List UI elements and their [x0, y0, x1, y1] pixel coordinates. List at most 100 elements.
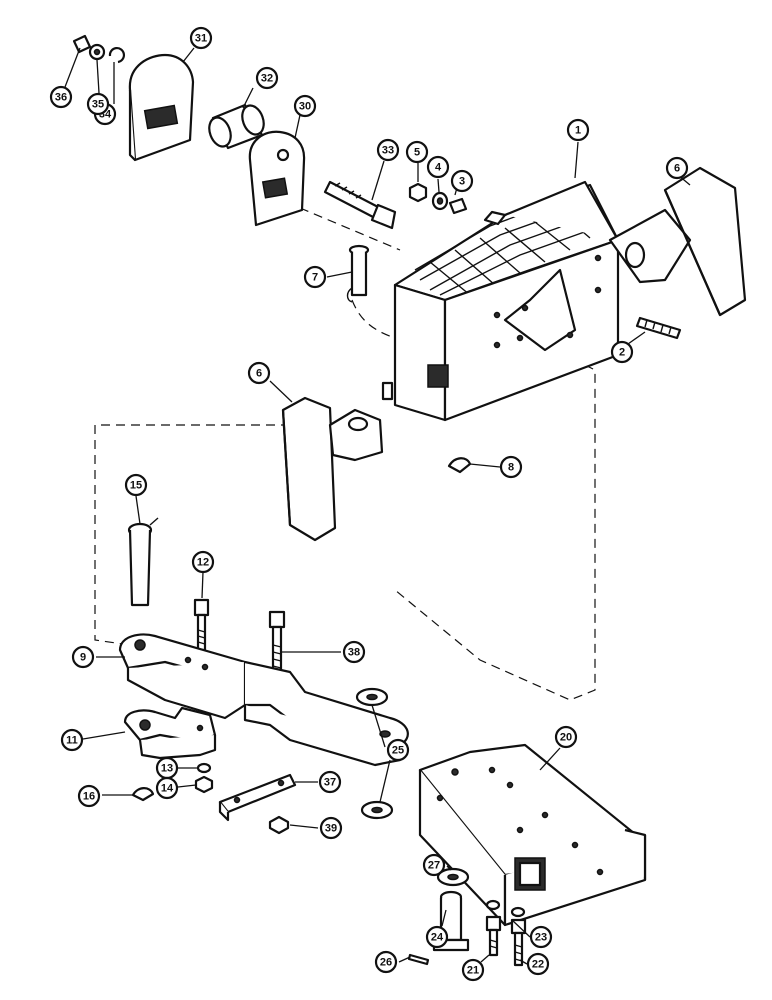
callout-3: 3: [450, 169, 474, 193]
callout-26: 26: [374, 950, 398, 974]
callout-24: 24: [425, 925, 449, 949]
assembly-dashed-lines: [94, 207, 596, 701]
callout-number: 6: [674, 163, 680, 175]
callout-circle: [461, 958, 485, 982]
callout-circle: [124, 473, 148, 497]
callout-number: 30: [299, 101, 311, 113]
part-6-right-bracket: [608, 166, 747, 317]
callout-15: 15: [124, 473, 148, 497]
part-9-drawbar: [118, 633, 409, 767]
callout-number: 3: [459, 176, 465, 188]
callout-23: 23: [529, 925, 553, 949]
callout-33: 33: [376, 138, 400, 162]
callout-7: 7: [303, 265, 327, 289]
callout-31: 31: [189, 26, 213, 50]
callout-39: 39: [319, 816, 343, 840]
callout-2: 2: [610, 340, 634, 364]
part-8-clip: [447, 457, 472, 474]
callout-11: 11: [60, 728, 84, 752]
callout-circle: [318, 770, 342, 794]
callout-number: 16: [83, 791, 95, 803]
part-6-left-bracket: [281, 396, 384, 542]
callout-number: 21: [467, 965, 479, 977]
callout-circle: [49, 85, 73, 109]
callout-number: 20: [560, 732, 572, 744]
callout-circle: [610, 340, 634, 364]
callout-20: 20: [554, 725, 578, 749]
callout-circle: [86, 92, 110, 116]
callout-number: 11: [66, 735, 78, 747]
callout-9: 9: [71, 645, 95, 669]
callout-25: 25: [386, 738, 410, 762]
callout-circle: [342, 640, 366, 664]
callout-circle: [293, 94, 317, 118]
callout-circle: [386, 738, 410, 762]
callout-circle: [303, 265, 327, 289]
callout-circle: [77, 784, 101, 808]
callout-circle: [566, 118, 590, 142]
callout-number: 5: [414, 147, 420, 159]
callout-8: 8: [499, 455, 523, 479]
part-31-plate: [128, 53, 195, 162]
callout-12: 12: [191, 550, 215, 574]
callout-circle: [255, 66, 279, 90]
callout-circle: [450, 169, 474, 193]
part-12-bolt: [193, 598, 210, 652]
part-1-weight-box: [381, 180, 620, 422]
callout-number: 25: [392, 745, 404, 757]
callout-16: 16: [77, 784, 101, 808]
callout-6: 6: [665, 156, 689, 180]
callout-number: 8: [508, 462, 514, 474]
callout-number: 12: [197, 557, 209, 569]
part-30-plate: [248, 130, 306, 227]
part-37-strap: [218, 773, 297, 822]
parts-34-35-36-hardware: [72, 34, 125, 64]
callout-36: 36: [49, 85, 73, 109]
callout-number: 26: [380, 957, 392, 969]
callout-35: 35: [86, 92, 110, 116]
callout-circle: [189, 26, 213, 50]
callout-circle: [405, 140, 429, 164]
callout-27: 27: [422, 853, 446, 877]
callout-1: 1: [566, 118, 590, 142]
part-33-bolt: [323, 180, 397, 230]
callout-30: 30: [293, 94, 317, 118]
callout-number: 33: [382, 145, 394, 157]
callout-number: 2: [619, 347, 625, 359]
callout-22: 22: [526, 952, 550, 976]
callout-38: 38: [342, 640, 366, 664]
part-39-nut: [268, 815, 290, 835]
callout-number: 1: [575, 125, 581, 137]
callout-number: 36: [55, 92, 67, 104]
callout-circle: [191, 550, 215, 574]
callout-circle: [247, 361, 271, 385]
callout-number: 14: [161, 783, 174, 795]
callout-number: 22: [532, 959, 544, 971]
callout-circle: [529, 925, 553, 949]
callout-circle: [376, 138, 400, 162]
callout-number: 24: [431, 932, 444, 944]
leader-lines: [64, 47, 691, 965]
callout-5: 5: [405, 140, 429, 164]
callout-circle: [665, 156, 689, 180]
part-27-washer: [436, 867, 470, 887]
part-26-cotter: [407, 953, 430, 966]
callout-number: 31: [195, 33, 207, 45]
callout-circle: [526, 952, 550, 976]
callout-14: 14: [155, 776, 179, 800]
callout-number: 4: [435, 162, 442, 174]
callout-circle: [71, 645, 95, 669]
callout-circle: [425, 925, 449, 949]
callout-number: 6: [256, 368, 262, 380]
parts-13-14-16-hardware: [131, 762, 214, 802]
callout-37: 37: [318, 770, 342, 794]
callout-number: 38: [348, 647, 360, 659]
part-32-bushing: [208, 103, 265, 150]
callout-21: 21: [461, 958, 485, 982]
callout-circle: [499, 455, 523, 479]
callout-13: 13: [155, 756, 179, 780]
callout-circle: [426, 155, 450, 179]
callout-circle: [155, 776, 179, 800]
